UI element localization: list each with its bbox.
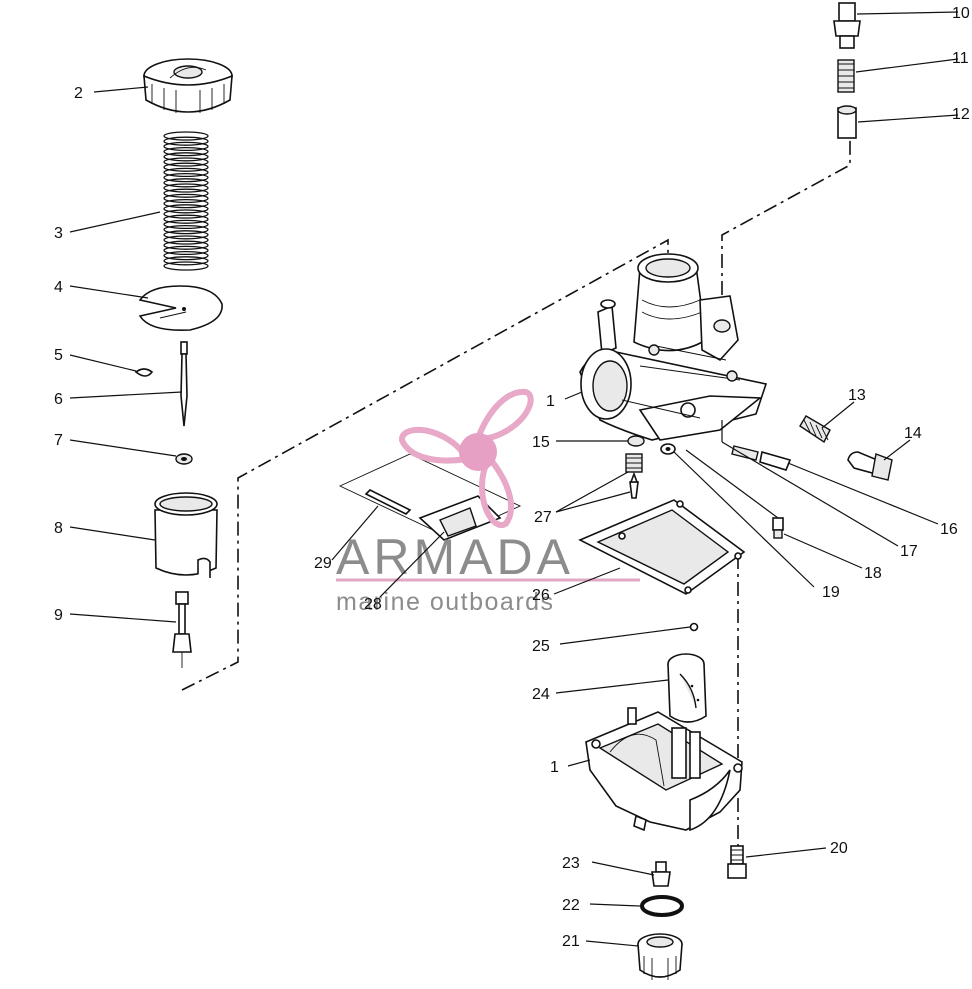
part-spring-11 <box>837 59 855 93</box>
callout-17: 17 <box>900 543 918 560</box>
watermark-subtitle: marine outboards <box>336 588 555 616</box>
callout-1-upper: 1 <box>546 393 555 410</box>
callout-5: 5 <box>54 347 63 364</box>
watermark: ARMADA marine outboards <box>336 388 640 616</box>
part-screw-16 <box>731 445 792 471</box>
callout-18: 18 <box>864 565 882 582</box>
part-washer-19 <box>660 443 676 455</box>
spring-coil <box>163 261 209 271</box>
spring-coil <box>163 183 209 193</box>
callout-21: 21 <box>562 933 580 950</box>
part-cap <box>143 58 233 113</box>
part-screw-14 <box>847 451 893 481</box>
callout-6: 6 <box>54 391 63 408</box>
spring-coil <box>163 152 209 162</box>
spring-coil <box>163 172 209 183</box>
spring-coil <box>163 193 209 204</box>
part-ball-25 <box>689 622 699 632</box>
spring-coil <box>163 178 209 188</box>
part-jet-needle-holder <box>172 591 192 668</box>
callout-27: 27 <box>534 509 552 526</box>
assembly-lines <box>181 140 851 850</box>
callout-9: 9 <box>54 607 63 624</box>
callout-24: 24 <box>532 686 550 703</box>
part-carburetor-body <box>579 253 768 441</box>
leader-lines <box>69 11 959 947</box>
part-plug-21 <box>637 933 683 980</box>
watermark-title: ARMADA <box>336 529 574 585</box>
spring-coil <box>163 167 209 178</box>
callout-23: 23 <box>562 855 580 872</box>
spring-coil <box>163 136 209 146</box>
part-drain-23 <box>651 861 671 887</box>
callout-29: 29 <box>314 555 332 572</box>
callout-25: 25 <box>532 638 550 655</box>
callout-28: 28 <box>364 596 382 613</box>
callout-11: 11 <box>952 50 969 67</box>
spring-coil <box>163 245 209 256</box>
callout-numbers: 2 3 4 5 6 7 8 9 1 1 10 11 12 13 14 15 16… <box>54 5 970 950</box>
part-float-bowl <box>585 707 743 832</box>
callout-20: 20 <box>830 840 848 857</box>
part-spring-13 <box>799 415 831 444</box>
callout-14: 14 <box>904 425 922 442</box>
callout-26: 26 <box>532 587 550 604</box>
callout-3: 3 <box>54 225 63 242</box>
spring-coil <box>163 188 209 198</box>
propeller-logo-icon <box>400 388 534 528</box>
spring-coil <box>163 250 209 261</box>
part-screw-20 <box>727 845 747 879</box>
part-jets-27 <box>625 453 643 499</box>
part-adapter-12 <box>837 105 857 139</box>
callout-2: 2 <box>74 85 83 102</box>
spring-coil <box>163 141 209 152</box>
part-spring <box>163 131 209 271</box>
part-screw-18 <box>772 517 784 539</box>
part-washer-7 <box>175 453 193 465</box>
callout-12: 12 <box>952 106 970 123</box>
spring-coil <box>163 162 209 172</box>
part-idle-screw-10 <box>833 2 861 49</box>
spring-coil <box>163 146 209 157</box>
callout-10: 10 <box>952 5 970 22</box>
callout-4: 4 <box>54 279 63 296</box>
callout-13: 13 <box>848 387 866 404</box>
part-washer-15 <box>627 435 645 447</box>
spring-coil <box>163 131 209 141</box>
spring-coil <box>163 214 209 224</box>
part-float-24 <box>667 653 707 723</box>
part-float-arm-28 <box>338 453 522 541</box>
spring-coil <box>163 256 209 266</box>
spring-coil <box>163 235 209 245</box>
callout-8: 8 <box>54 520 63 537</box>
callout-15: 15 <box>532 434 550 451</box>
spring-coil <box>163 219 209 230</box>
spring-coil <box>163 240 209 250</box>
part-float-gasket-26 <box>578 499 746 595</box>
part-o-ring-22 <box>640 895 684 917</box>
spring-coil <box>163 198 209 209</box>
part-retainer-plate <box>138 285 223 332</box>
spring-coil <box>163 204 209 214</box>
spring-coil <box>163 230 209 240</box>
callout-1-lower: 1 <box>550 759 559 776</box>
callout-7: 7 <box>54 432 63 449</box>
spring-coil <box>163 224 209 235</box>
spring-coil <box>163 209 209 219</box>
callout-16: 16 <box>940 521 958 538</box>
part-pin-29 <box>364 489 412 515</box>
part-throttle-valve <box>154 492 218 578</box>
callout-19: 19 <box>822 584 840 601</box>
callout-22: 22 <box>562 897 580 914</box>
part-needle <box>180 341 188 427</box>
spring-coil <box>163 157 209 167</box>
part-clip <box>134 368 154 377</box>
